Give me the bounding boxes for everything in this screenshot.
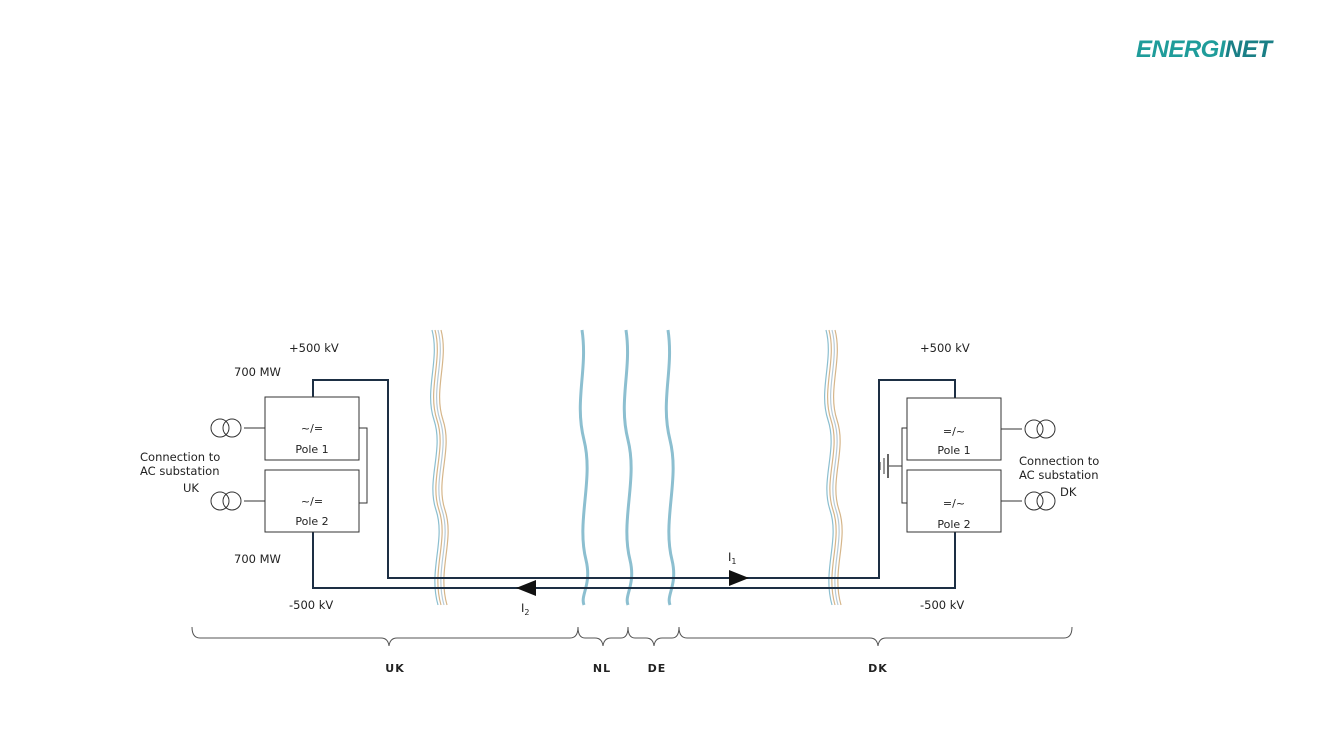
svg-text:I2: I2 xyxy=(521,601,530,617)
current-i1-label: I xyxy=(728,550,731,564)
uk-connection-line2: AC substation xyxy=(140,464,220,478)
country-label-de: DE xyxy=(648,662,667,675)
dk-pole1-label: Pole 1 xyxy=(937,444,970,457)
uk-transformer1-icon xyxy=(210,418,230,438)
uk-pole1-symbol: ~/= xyxy=(301,422,323,435)
uk-pole1-label: Pole 1 xyxy=(295,443,328,456)
dk-transformer1-icon xyxy=(1024,419,1044,439)
uk-transformer2-icon xyxy=(210,491,230,511)
uk-coastline xyxy=(430,329,449,606)
current-i1-sub: 1 xyxy=(731,557,736,566)
svg-text:I1: I1 xyxy=(728,550,737,566)
uk-voltage-neg: -500 kV xyxy=(289,598,333,612)
dk-voltage-pos: +500 kV xyxy=(920,341,970,355)
uk-pole2-symbol: ~/= xyxy=(301,495,323,508)
dc-conductors xyxy=(312,379,956,589)
uk-power-top: 700 MW xyxy=(234,365,281,379)
country-label-dk: DK xyxy=(868,662,888,675)
uk-power-bottom: 700 MW xyxy=(234,552,281,566)
current-i2-label: I xyxy=(521,601,524,615)
logo-part1: ENERGI xyxy=(1136,36,1226,63)
dk-pole1-symbol: =/~ xyxy=(943,425,965,438)
border-lines xyxy=(578,329,676,606)
logo-part2: NET xyxy=(1225,36,1272,63)
uk-pole2-label: Pole 2 xyxy=(295,515,328,528)
dk-pole2-box xyxy=(906,469,1002,533)
uk-connection-line1: Connection to xyxy=(140,450,220,464)
current-i2-sub: 2 xyxy=(524,608,529,617)
dk-connection-line3: DK xyxy=(1060,485,1077,499)
dk-pole2-label: Pole 2 xyxy=(937,518,970,531)
dk-pole2-symbol: =/~ xyxy=(943,497,965,510)
uk-converter xyxy=(210,396,368,533)
dk-voltage-neg: -500 kV xyxy=(920,598,964,612)
country-label-uk: UK xyxy=(385,662,404,675)
country-label-nl: NL xyxy=(593,662,611,675)
dk-transformer2-icon xyxy=(1024,491,1044,511)
dk-converter xyxy=(879,397,1056,533)
country-braces xyxy=(191,626,1073,647)
uk-connection-line3: UK xyxy=(183,481,199,495)
energinet-logo: ENERGINET xyxy=(1136,36,1272,64)
uk-pole1-box xyxy=(264,396,360,461)
current-i2-arrow-icon xyxy=(516,580,536,596)
dk-connection-line2: AC substation xyxy=(1019,468,1099,482)
dk-connection-line1: Connection to xyxy=(1019,454,1099,468)
dk-coastline xyxy=(824,329,843,606)
current-i1-arrow-icon xyxy=(729,570,749,586)
uk-voltage-pos: +500 kV xyxy=(289,341,339,355)
